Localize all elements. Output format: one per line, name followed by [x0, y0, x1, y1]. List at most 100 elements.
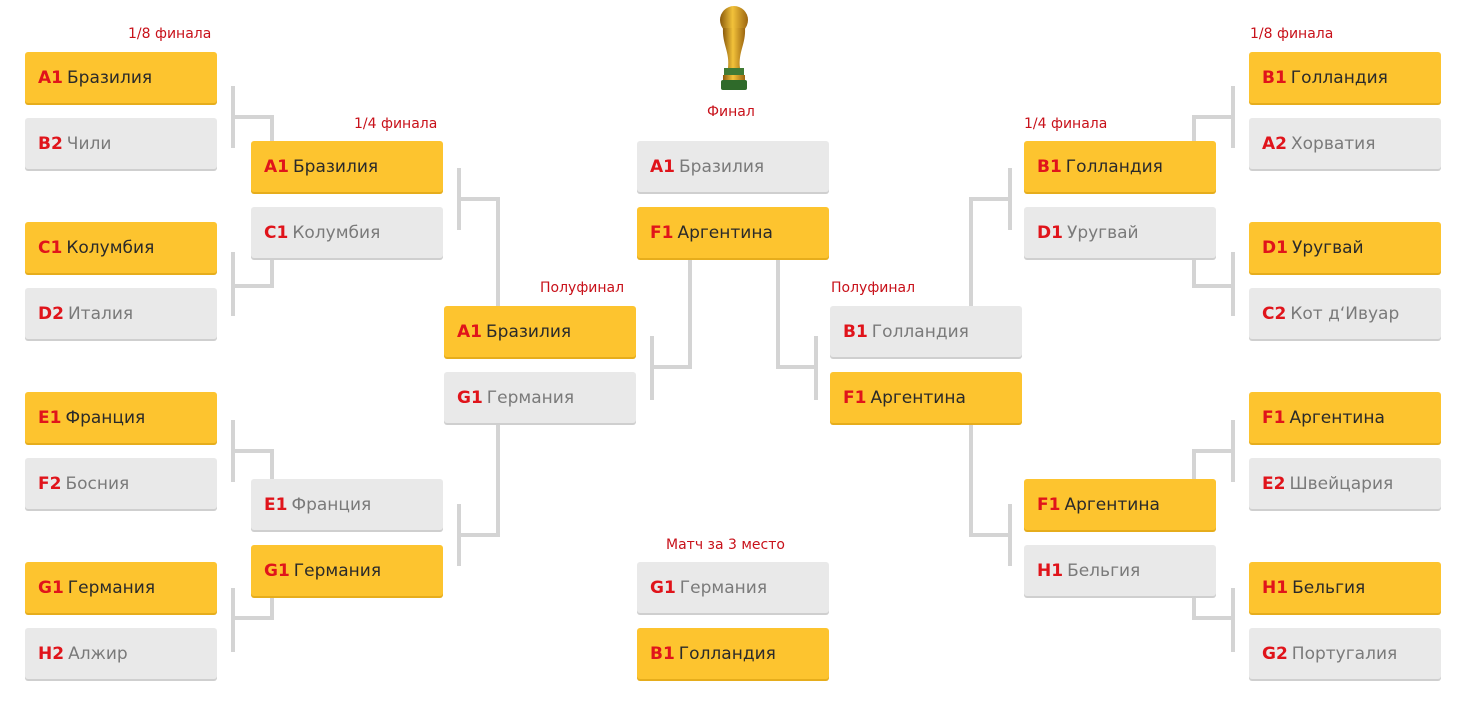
- label-sf-right: Полуфинал: [831, 280, 916, 296]
- group-code: H2: [38, 643, 65, 664]
- team-name: Колумбия: [292, 222, 381, 243]
- group-code: B1: [843, 321, 868, 342]
- group-code: A1: [457, 321, 482, 342]
- team-name: Голландия: [1290, 67, 1388, 88]
- team-name: Аргентина: [870, 387, 966, 408]
- team-name: Германия: [679, 577, 768, 598]
- group-code: F1: [1262, 407, 1286, 428]
- team-name: Кот д‘Ивуар: [1290, 303, 1400, 324]
- group-code: A1: [650, 156, 675, 177]
- group-code: C2: [1262, 303, 1287, 324]
- group-code: E1: [38, 407, 62, 428]
- group-code: A1: [38, 67, 63, 88]
- group-code: G2: [1262, 643, 1288, 664]
- group-code: H1: [1037, 560, 1064, 581]
- team-name: Аргентина: [1064, 494, 1160, 515]
- team-name: Бельгия: [1067, 560, 1141, 581]
- group-code: A1: [264, 156, 289, 177]
- team-name: Алжир: [68, 643, 128, 664]
- group-code: A2: [1262, 133, 1287, 154]
- team-name: Хорватия: [1291, 133, 1376, 154]
- team-name: Босния: [65, 473, 130, 494]
- group-code: H1: [1262, 577, 1289, 598]
- group-code: G1: [264, 560, 290, 581]
- team-name: Швейцария: [1289, 473, 1394, 494]
- team-name: Аргентина: [677, 222, 773, 243]
- team-name: Германия: [486, 387, 575, 408]
- team-name: Голландия: [678, 643, 776, 664]
- group-code: E2: [1262, 473, 1286, 494]
- label-third-place: Матч за 3 место: [666, 537, 785, 553]
- label-r16-left: 1/8 финала: [128, 26, 212, 42]
- team-name: Италия: [67, 303, 134, 324]
- team-name: Уругвай: [1291, 237, 1364, 258]
- group-code: D2: [38, 303, 64, 324]
- label-r16-right: 1/8 финала: [1250, 26, 1334, 42]
- group-code: G1: [457, 387, 483, 408]
- group-code: G1: [38, 577, 64, 598]
- world-cup-trophy-icon: [720, 6, 748, 90]
- team-name: Бразилия: [67, 67, 153, 88]
- label-qf-right: 1/4 финала: [1024, 116, 1108, 132]
- team-name: Голландия: [871, 321, 969, 342]
- group-code: B1: [1262, 67, 1287, 88]
- group-code: F1: [650, 222, 674, 243]
- team-name: Бразилия: [293, 156, 379, 177]
- team-name: Уругвай: [1066, 222, 1139, 243]
- label-final: Финал: [707, 104, 755, 120]
- team-name: Франция: [65, 407, 146, 428]
- group-code: F1: [1037, 494, 1061, 515]
- team-name: Аргентина: [1289, 407, 1385, 428]
- team-name: Голландия: [1065, 156, 1163, 177]
- group-code: F2: [38, 473, 62, 494]
- team-name: Португалия: [1291, 643, 1398, 664]
- team-name: Бразилия: [679, 156, 765, 177]
- group-code: D1: [1037, 222, 1063, 243]
- group-code: C1: [264, 222, 289, 243]
- group-code: B1: [1037, 156, 1062, 177]
- label-sf-left: Полуфинал: [540, 280, 625, 296]
- group-code: E1: [264, 494, 288, 515]
- group-code: C1: [38, 237, 63, 258]
- team-name: Германия: [67, 577, 156, 598]
- team-name: Германия: [293, 560, 382, 581]
- team-name: Чили: [66, 133, 112, 154]
- label-qf-left: 1/4 финала: [354, 116, 438, 132]
- team-name: Колумбия: [66, 237, 155, 258]
- group-code: G1: [650, 577, 676, 598]
- group-code: F1: [843, 387, 867, 408]
- team-name: Франция: [291, 494, 372, 515]
- team-name: Бельгия: [1292, 577, 1366, 598]
